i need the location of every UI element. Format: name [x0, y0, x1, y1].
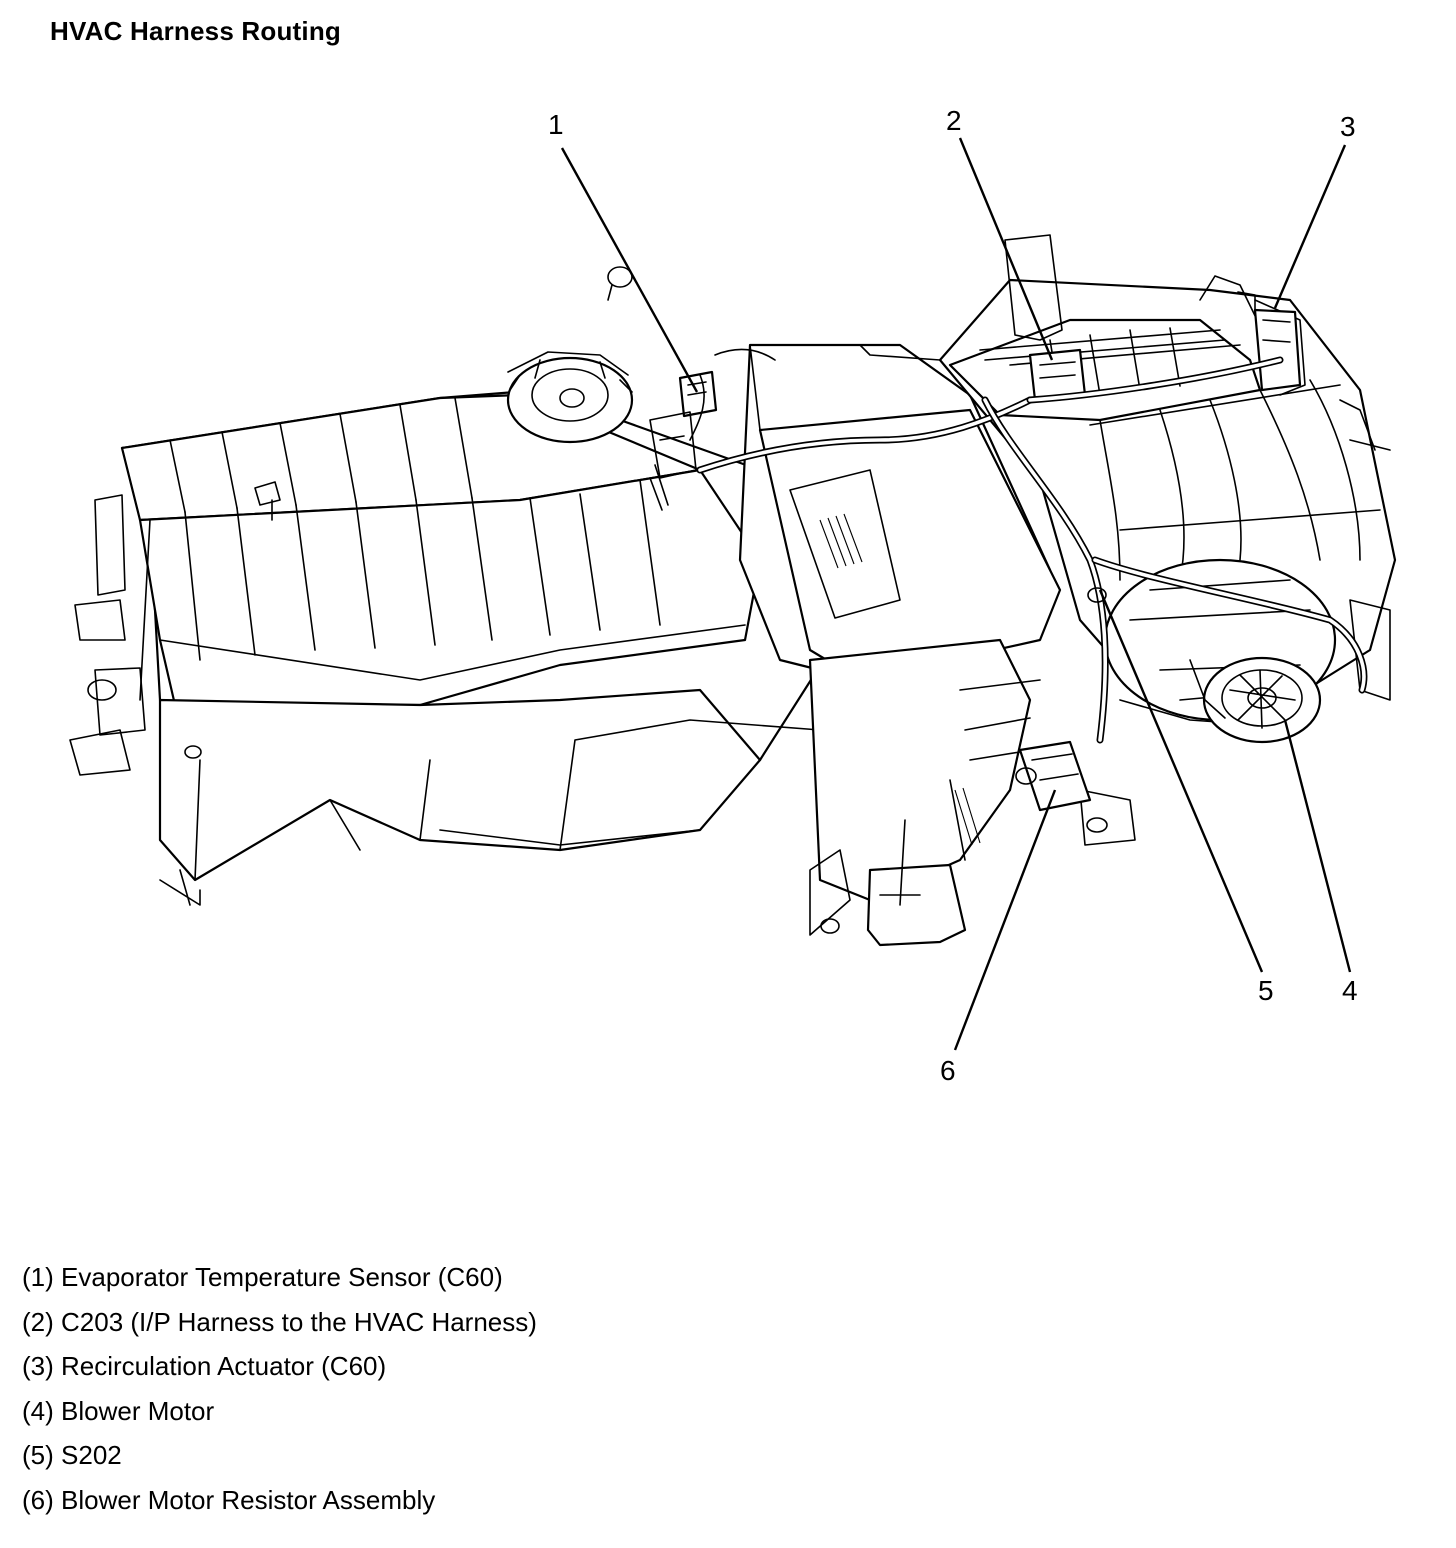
- blower-motor: [1189, 656, 1322, 744]
- callout-6: 6: [940, 1055, 956, 1086]
- leader-line-6: [953, 789, 1057, 1051]
- legend-number: (6): [22, 1484, 54, 1515]
- legend-text: Evaporator Temperature Sensor (C60): [61, 1262, 503, 1292]
- legend-text: Blower Motor Resistor Assembly: [61, 1484, 436, 1515]
- evaporator-temperature-sensor: [649, 370, 718, 511]
- legend-item: (6) Blower Motor Resistor Assembly: [22, 1481, 537, 1526]
- legend-number: (2): [22, 1306, 54, 1337]
- leader-line-5: [1098, 589, 1264, 973]
- evaporator-case: [69, 388, 832, 906]
- callout-5: 5: [1258, 975, 1274, 1006]
- mode-actuator: [506, 266, 634, 444]
- legend-number: (5): [22, 1440, 54, 1471]
- hvac-harness-wiring: [689, 348, 1368, 744]
- hvac-module-illustration: 1 2 3 4 5 6: [69, 105, 1397, 1086]
- legend-text: S202: [61, 1440, 122, 1471]
- legend-text: Recirculation Actuator (C60): [61, 1351, 387, 1382]
- diagram-title: HVAC Harness Routing: [50, 16, 341, 46]
- heater-module: [738, 343, 1062, 947]
- legend-item: (2) C203 (I/P Harness to the HVAC Harnes…: [22, 1303, 537, 1348]
- leader-line-1: [560, 147, 699, 393]
- legend-number: (4): [22, 1395, 54, 1426]
- legend-text: Blower Motor: [61, 1395, 215, 1426]
- callout-3: 3: [1340, 111, 1356, 142]
- callout-1: 1: [548, 109, 564, 140]
- legend-item: (4) Blower Motor: [22, 1392, 537, 1437]
- leader-line-2: [958, 137, 1054, 361]
- legend-number: (3): [22, 1351, 54, 1382]
- legend-item: (1) Evaporator Temperature Sensor (C60): [22, 1258, 537, 1303]
- leader-line-3: [1273, 144, 1347, 309]
- leader-line-4: [1283, 719, 1352, 973]
- legend-text: C203 (I/P Harness to the HVAC Harness): [61, 1306, 537, 1337]
- legend-item: (5) S202: [22, 1436, 537, 1481]
- legend-item: (3) Recirculation Actuator (C60): [22, 1347, 537, 1392]
- blower-motor-resistor: [1015, 740, 1092, 812]
- callout-2: 2: [946, 105, 962, 136]
- callout-4: 4: [1342, 975, 1358, 1006]
- legend-number: (1): [22, 1262, 54, 1292]
- leader-lines: [560, 137, 1352, 1051]
- legend-list: (1) Evaporator Temperature Sensor (C60) …: [22, 1258, 537, 1526]
